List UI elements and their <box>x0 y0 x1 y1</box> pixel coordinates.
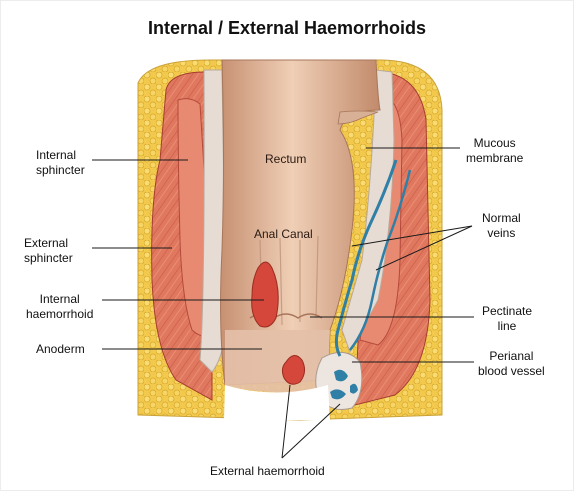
label-pectinate-line-line2: line <box>482 319 532 334</box>
label-external-haemorrhoid: External haemorrhoid <box>210 464 325 479</box>
label-anoderm: Anoderm <box>36 342 85 357</box>
label-external-sphincter: External sphincter <box>24 236 73 266</box>
label-rectum: Rectum <box>265 152 306 167</box>
label-normal-veins-line1: Normal <box>482 211 521 226</box>
label-mucous-membrane-line1: Mucous <box>466 136 523 151</box>
label-external-sphincter-line1: External <box>24 236 73 251</box>
label-normal-veins-line2: veins <box>482 226 521 241</box>
label-pectinate-line-line1: Pectinate <box>482 304 532 319</box>
label-internal-haemorrhoid: Internal haemorrhoid <box>26 292 93 322</box>
label-internal-haemorrhoid-line1: Internal <box>26 292 93 307</box>
label-normal-veins: Normal veins <box>482 211 521 241</box>
label-internal-sphincter-line1: Internal <box>36 148 85 163</box>
label-perianal-blood-vessel-line2: blood vessel <box>478 364 545 379</box>
label-mucous-membrane: Mucous membrane <box>466 136 523 166</box>
label-internal-haemorrhoid-line2: haemorrhoid <box>26 307 93 322</box>
label-external-sphincter-line2: sphincter <box>24 251 73 266</box>
label-anal-canal: Anal Canal <box>254 227 313 242</box>
label-pectinate-line: Pectinate line <box>482 304 532 334</box>
label-internal-sphincter: Internal sphincter <box>36 148 85 178</box>
label-perianal-blood-vessel: Perianal blood vessel <box>478 349 545 379</box>
label-internal-sphincter-line2: sphincter <box>36 163 85 178</box>
label-perianal-blood-vessel-line1: Perianal <box>478 349 545 364</box>
label-mucous-membrane-line2: membrane <box>466 151 523 166</box>
